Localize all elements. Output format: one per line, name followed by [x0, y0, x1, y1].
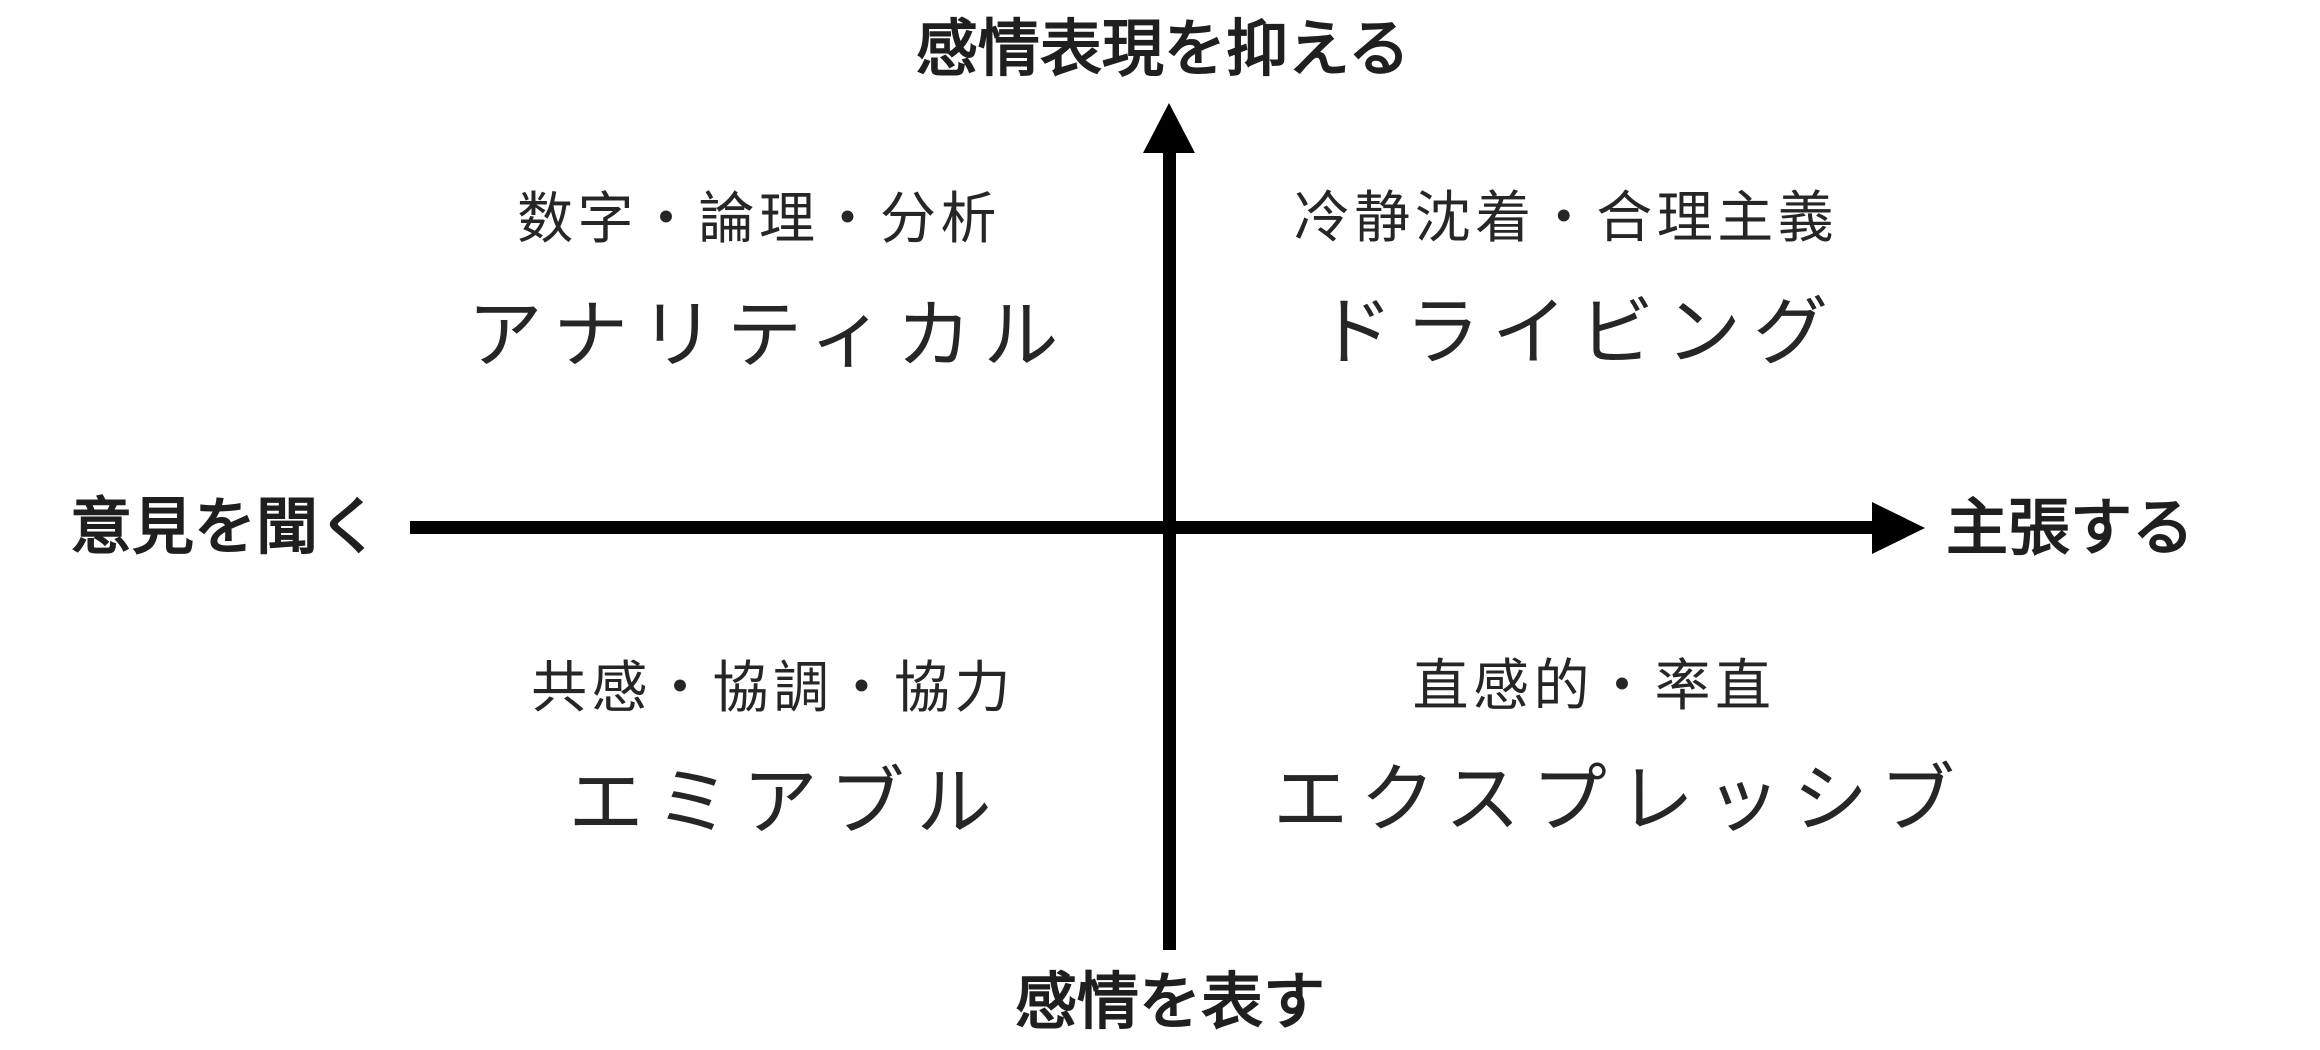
up-arrowhead-icon — [1143, 103, 1195, 153]
quadrant-bottom-right-name: エクスプレッシブ — [1273, 757, 1967, 841]
quadrant-bottom-left-name: エミアブル — [568, 760, 1004, 844]
quadrant-top-left-traits: 数字・論理・分析 — [517, 187, 1001, 250]
vertical-axis-line — [1163, 148, 1176, 950]
axis-label-top: 感情表現を抑える — [915, 15, 1411, 84]
horizontal-axis-line — [410, 521, 1872, 534]
quadrant-bottom-right-traits: 直感的・率直 — [1412, 654, 1776, 717]
quadrant-top-right-traits: 冷静沈着・合理主義 — [1293, 186, 1839, 249]
quadrant-bottom-left-traits: 共感・協調・協力 — [531, 656, 1015, 719]
quadrant-top-right-name: ドライビング — [1317, 290, 1840, 374]
axis-label-bottom: 感情を表す — [1014, 968, 1325, 1037]
axis-label-left: 意見を聞く — [69, 493, 380, 562]
axis-label-right: 主張する — [1945, 494, 2194, 563]
quadrant-top-left-name: アナリティカル — [467, 293, 1071, 377]
right-arrowhead-icon — [1872, 502, 1925, 554]
